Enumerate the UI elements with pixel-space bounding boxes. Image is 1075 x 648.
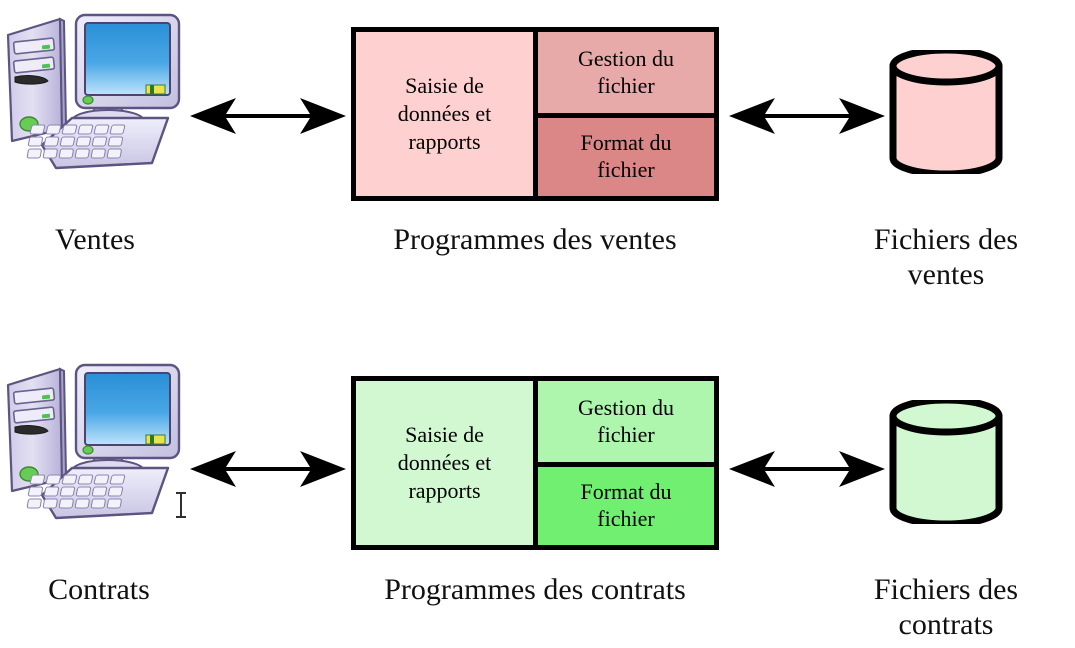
program-right-column-contrats: Gestion du fichier Format du fichier	[533, 381, 714, 545]
text-caret	[172, 490, 190, 520]
program-cell-gestion-contrats: Gestion du fichier	[538, 381, 714, 462]
desktop-computer-icon	[0, 5, 190, 195]
program-box-contrats: Saisie de données et rapports Gestion du…	[351, 376, 719, 550]
arrow-ventes-right	[727, 90, 887, 142]
program-cell-format-contrats: Format du fichier	[538, 462, 714, 545]
program-cell-gestion-ventes: Gestion du fichier	[538, 32, 714, 113]
arrow-contrats-right	[727, 443, 887, 495]
storage-label-contrats: Fichiers des contrats	[873, 573, 1019, 642]
database-cylinder-icon-ventes	[886, 46, 1006, 178]
actor-label-ventes: Ventes	[55, 223, 135, 256]
program-label-contrats: Programmes des contrats	[384, 573, 686, 606]
database-cylinder-icon-contrats	[886, 396, 1006, 528]
arrow-ventes-left	[188, 90, 348, 142]
program-cell-main-contrats: Saisie de données et rapports	[356, 381, 533, 545]
program-cell-main-ventes: Saisie de données et rapports	[356, 32, 533, 196]
actor-label-contrats: Contrats	[48, 573, 150, 606]
desktop-computer-icon-contrats	[0, 355, 190, 545]
program-cell-format-ventes: Format du fichier	[538, 113, 714, 196]
program-box-ventes: Saisie de données et rapports Gestion du…	[351, 27, 719, 201]
program-right-column-ventes: Gestion du fichier Format du fichier	[533, 32, 714, 196]
arrow-contrats-left	[188, 443, 348, 495]
program-label-ventes: Programmes des ventes	[393, 223, 677, 256]
storage-label-ventes: Fichiers des ventes	[873, 223, 1019, 292]
